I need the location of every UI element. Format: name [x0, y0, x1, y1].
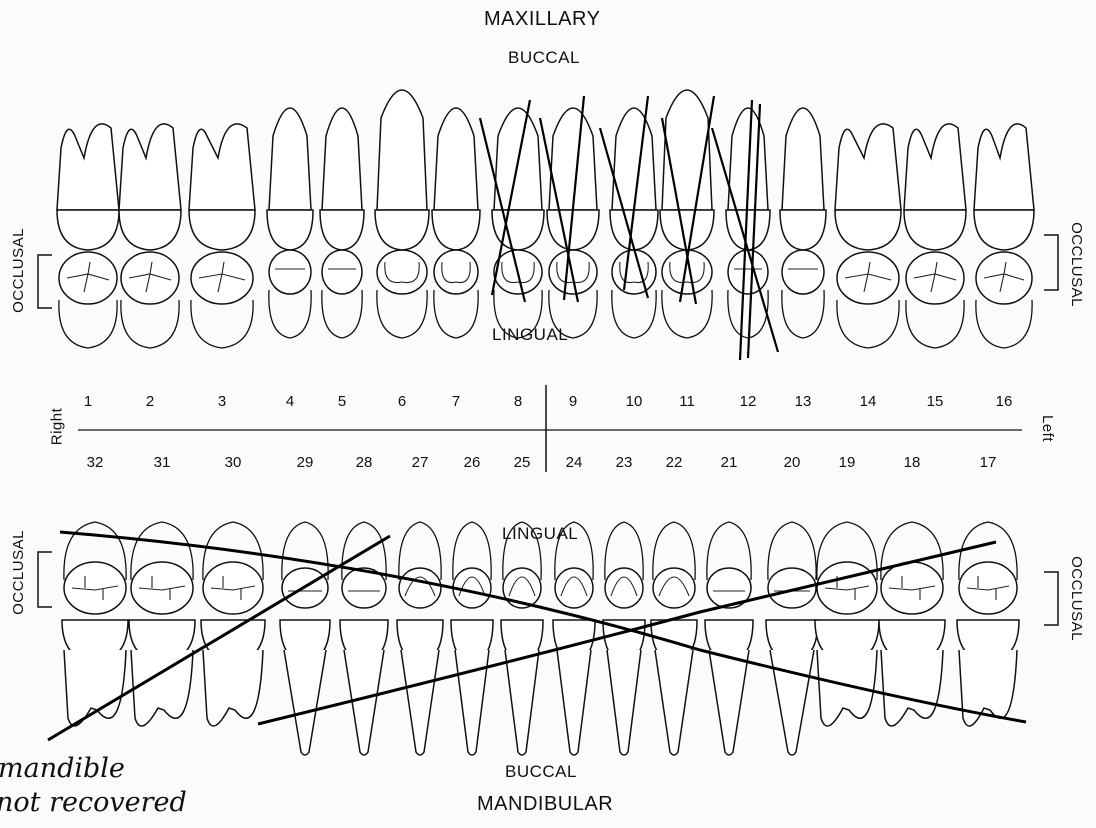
lower-tooth-26: [451, 522, 493, 755]
upper-tooth-number: 7: [452, 393, 460, 410]
lower-tooth-28: [340, 522, 388, 755]
mandibular-teeth: [62, 522, 1019, 755]
upper-tooth-number: 6: [398, 393, 406, 410]
occlusal-bracket-lower-right: [1044, 572, 1058, 625]
upper-tooth-6: [375, 90, 429, 338]
lower-tooth-27: [397, 522, 443, 755]
upper-tooth-number: 3: [218, 393, 226, 410]
upper-tooth-3: [189, 124, 255, 348]
upper-tooth-number: 10: [626, 393, 643, 410]
lower-tooth-21: [705, 522, 753, 755]
occlusal-bracket-lower-left: [38, 552, 52, 607]
buccal-top-label: BUCCAL: [508, 48, 580, 68]
occlusal-label-lower-right: OCCLUSAL: [1068, 556, 1085, 641]
lower-tooth-32: [62, 522, 128, 726]
lower-tooth-23: [603, 522, 645, 755]
lower-tooth-number: 29: [297, 454, 314, 471]
lower-tooth-17: [957, 522, 1019, 726]
upper-tooth-number: 1: [84, 393, 92, 410]
lower-tooth-number: 24: [566, 454, 583, 471]
lower-tooth-number: 30: [225, 454, 242, 471]
annotation-line-2: not recovered: [0, 786, 187, 820]
left-side-label: Left: [1039, 415, 1056, 442]
occlusal-label-lower-left: OCCLUSAL: [10, 530, 27, 615]
upper-tooth-1: [57, 124, 119, 348]
lower-tooth-number: 18: [904, 454, 921, 471]
lower-tooth-number: 20: [784, 454, 801, 471]
upper-tooth-number: 2: [146, 393, 154, 410]
lower-tooth-number: 27: [412, 454, 429, 471]
lower-tooth-25: [501, 522, 543, 755]
upper-tooth-number: 14: [860, 393, 877, 410]
lower-tooth-number: 26: [464, 454, 481, 471]
upper-tooth-14: [835, 124, 901, 348]
buccal-bottom-label: BUCCAL: [505, 762, 577, 782]
upper-tooth-number: 11: [679, 393, 695, 410]
lingual-bottom-label: LINGUAL: [502, 524, 578, 544]
occlusal-label-upper-left: OCCLUSAL: [10, 228, 27, 313]
upper-tooth-4: [267, 108, 313, 338]
lower-tooth-number: 32: [87, 454, 104, 471]
upper-tooth-number: 9: [569, 393, 577, 410]
upper-tooth-number: 4: [286, 393, 294, 410]
annotation-line-1: mandible: [0, 752, 125, 786]
upper-tooth-9: [547, 108, 599, 338]
lower-tooth-number: 17: [980, 454, 997, 471]
upper-tooth-number: 5: [338, 393, 346, 410]
upper-tooth-10: [610, 108, 658, 338]
occlusal-bracket-upper-left: [38, 255, 52, 308]
mandibular-label: MANDIBULAR: [477, 793, 613, 816]
upper-tooth-15: [904, 124, 966, 348]
lower-tooth-number: 21: [721, 454, 738, 471]
right-side-label: Right: [48, 408, 65, 446]
upper-tooth-5: [320, 108, 364, 338]
lower-tooth-24: [553, 522, 595, 755]
upper-tooth-7: [432, 108, 480, 338]
lower-tooth-19: [815, 522, 879, 726]
occlusal-label-upper-right: OCCLUSAL: [1068, 222, 1085, 307]
lower-tooth-number: 31: [154, 454, 171, 471]
lower-tooth-number: 28: [356, 454, 373, 471]
occlusal-bracket-upper-right: [1044, 235, 1058, 290]
upper-tooth-11: [660, 90, 714, 338]
lower-tooth-20: [766, 522, 818, 755]
upper-tooth-number: 8: [514, 393, 522, 410]
lingual-top-label: LINGUAL: [492, 325, 568, 345]
upper-tooth-2: [119, 124, 181, 348]
maxillary-label: MAXILLARY: [484, 8, 600, 31]
lower-tooth-number: 23: [616, 454, 633, 471]
upper-tooth-16: [974, 124, 1034, 348]
upper-tooth-number: 12: [740, 393, 757, 410]
maxillary-teeth: [57, 90, 1034, 348]
upper-tooth-number: 15: [927, 393, 944, 410]
lower-tooth-number: 22: [666, 454, 683, 471]
upper-tooth-number: 16: [996, 393, 1013, 410]
lower-tooth-number: 25: [514, 454, 531, 471]
upper-tooth-number: 13: [795, 393, 812, 410]
lower-tooth-number: 19: [839, 454, 856, 471]
upper-tooth-8: [492, 108, 544, 338]
lower-tooth-31: [129, 522, 195, 726]
upper-tooth-13: [780, 108, 826, 338]
